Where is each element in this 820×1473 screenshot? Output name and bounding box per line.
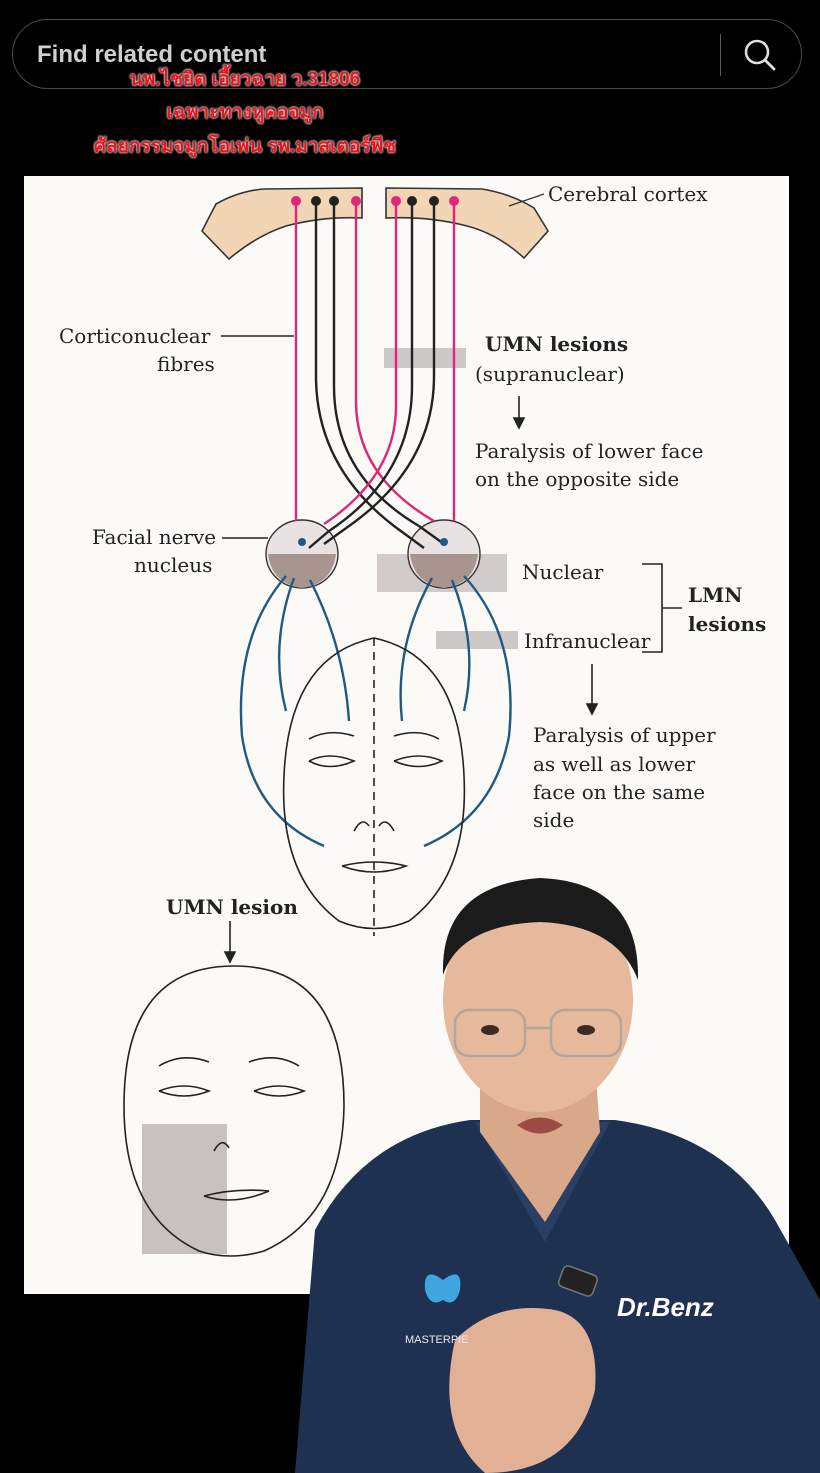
lmn-effect-4: side (533, 808, 574, 832)
specialty-caption: เฉพาะทางหูคอจมูก (166, 102, 324, 123)
presenter: MASTERPIE Dr.Benz (295, 878, 820, 1473)
umn-effect-2: on the opposite side (475, 467, 679, 491)
infranuclear-label: Infranuclear (524, 629, 651, 653)
presenter-hands (449, 1308, 596, 1473)
nucleus-label-2: nucleus (134, 553, 212, 577)
logo-text: MASTERPIE (405, 1334, 469, 1346)
fibres-label-1: Corticonuclear (59, 324, 211, 348)
lmn-effect-3: face on the same (533, 780, 705, 804)
hospital-caption: ศัลยกรรมจมูกโอเพ่น รพ.มาสเตอร์พีช (93, 136, 396, 157)
umn-lesion-label: UMN lesion (166, 895, 298, 919)
presenter-hair (442, 878, 639, 980)
umn-effect-1: Paralysis of lower face (475, 439, 703, 463)
cortex-left (201, 187, 363, 261)
arrows (221, 335, 682, 964)
microphone-icon (557, 1265, 599, 1297)
fibres-label-2: fibres (157, 352, 215, 376)
nuclear-label: Nuclear (522, 560, 604, 584)
cortex-right (385, 187, 549, 260)
lmn-label-2: lesions (688, 612, 766, 636)
facial-nerve-branches (239, 575, 512, 848)
search-input[interactable]: Find related content (37, 41, 267, 68)
umn-lesion-bar (384, 348, 466, 368)
lmn-effect-1: Paralysis of upper (533, 723, 716, 747)
upper-head (282, 637, 466, 936)
lower-head (123, 965, 345, 1257)
shirt-name: Dr.Benz (617, 1292, 714, 1322)
doctor-name-caption: นพ.ไชยิต เอี้ยวฉาย ว.31806 (129, 69, 361, 90)
umn-sub: (supranuclear) (475, 362, 625, 386)
cortex-label: Cerebral cortex (548, 182, 708, 206)
search-divider (720, 34, 721, 76)
presenter-scrubs (295, 1120, 820, 1473)
lmn-effect-2: as well as lower (533, 752, 696, 776)
lmn-label-1: LMN (688, 583, 742, 607)
search-bar[interactable]: Find related content (12, 19, 802, 89)
presenter-glasses (453, 1008, 623, 1058)
umn-title: UMN lesions (485, 332, 628, 356)
facial-nerve-diagram: Cerebral cortex Corticonuclear fibres UM… (24, 176, 789, 1294)
search-icon[interactable] (741, 36, 779, 74)
corticonuclear-fibres (294, 201, 456, 549)
fibre-dots (291, 196, 459, 546)
nucleus-label-1: Facial nerve (92, 525, 216, 549)
infranuclear-lesion-bar (436, 631, 518, 649)
butterfly-logo-icon (424, 1274, 461, 1303)
